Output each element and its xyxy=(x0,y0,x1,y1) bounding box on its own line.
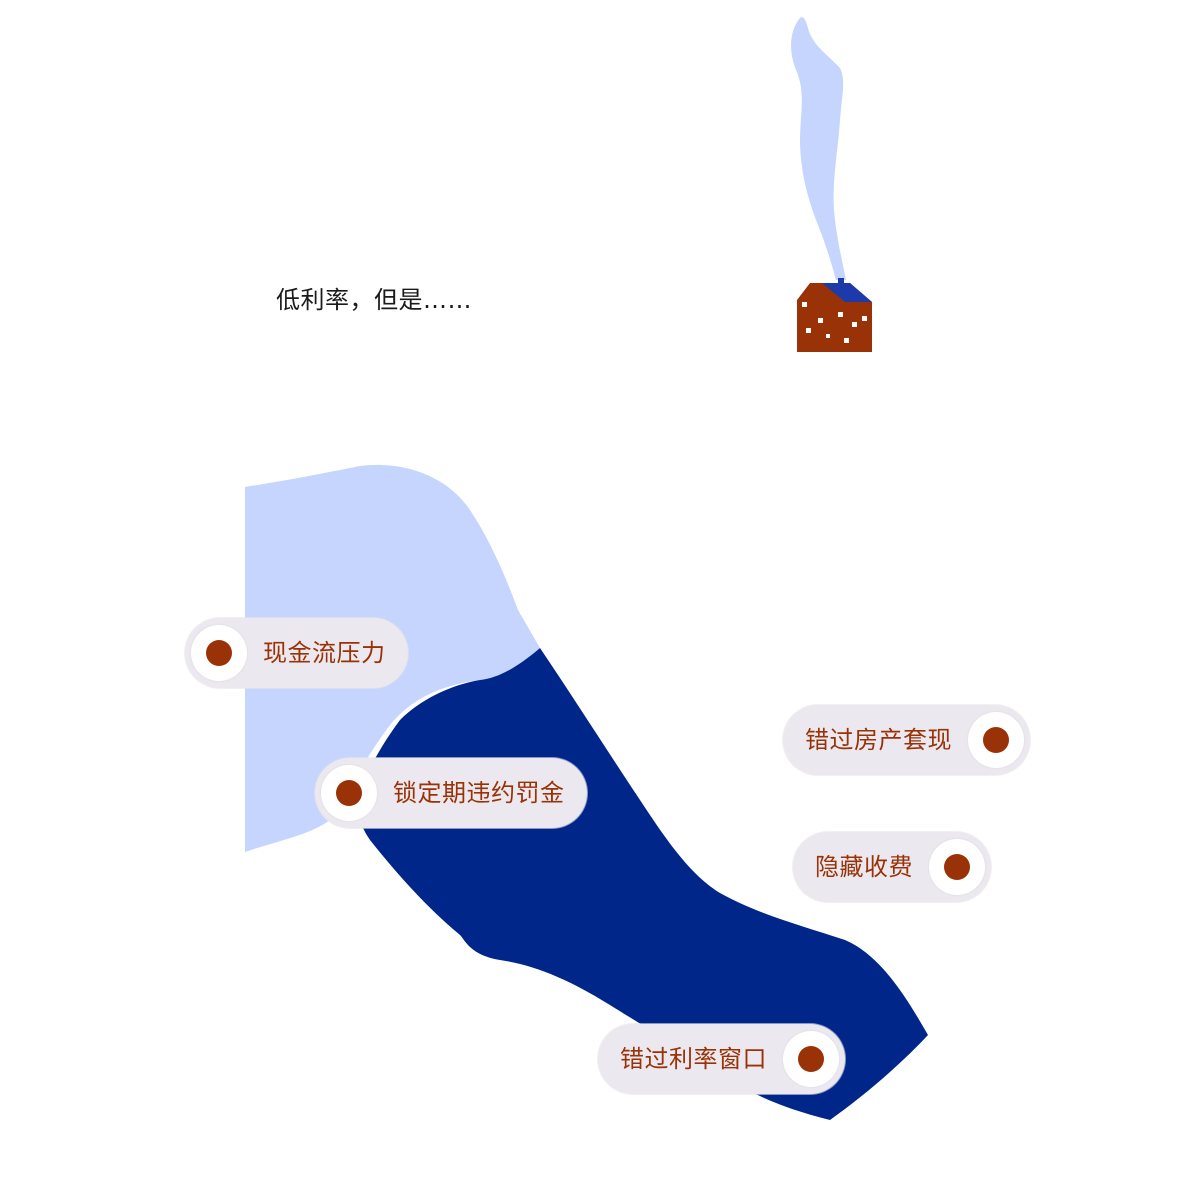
label-text-rate: 错过利率窗口 xyxy=(620,1045,767,1073)
label-text-cashflow: 现金流压力 xyxy=(263,639,386,667)
heading-text: 低利率，但是…… xyxy=(276,286,472,314)
smoke-plume xyxy=(791,17,846,281)
label-pill-property: 错过房产套现 xyxy=(783,705,1030,775)
dot-marker-icon xyxy=(191,625,247,681)
label-pill-fees: 隐藏收费 xyxy=(793,832,991,902)
dot-marker-icon xyxy=(929,839,985,895)
dot-marker-icon xyxy=(968,712,1024,768)
label-text-property: 错过房产套现 xyxy=(805,726,952,754)
label-text-fees: 隐藏收费 xyxy=(815,853,913,881)
label-pill-lockin: 锁定期违约罚金 xyxy=(315,758,587,828)
label-pill-rate: 错过利率窗口 xyxy=(598,1024,845,1094)
house-icon xyxy=(797,278,872,352)
dot-marker-icon xyxy=(321,765,377,821)
dot-marker-icon xyxy=(783,1031,839,1087)
label-pill-cashflow: 现金流压力 xyxy=(185,618,408,688)
label-text-lockin: 锁定期违约罚金 xyxy=(393,779,565,807)
